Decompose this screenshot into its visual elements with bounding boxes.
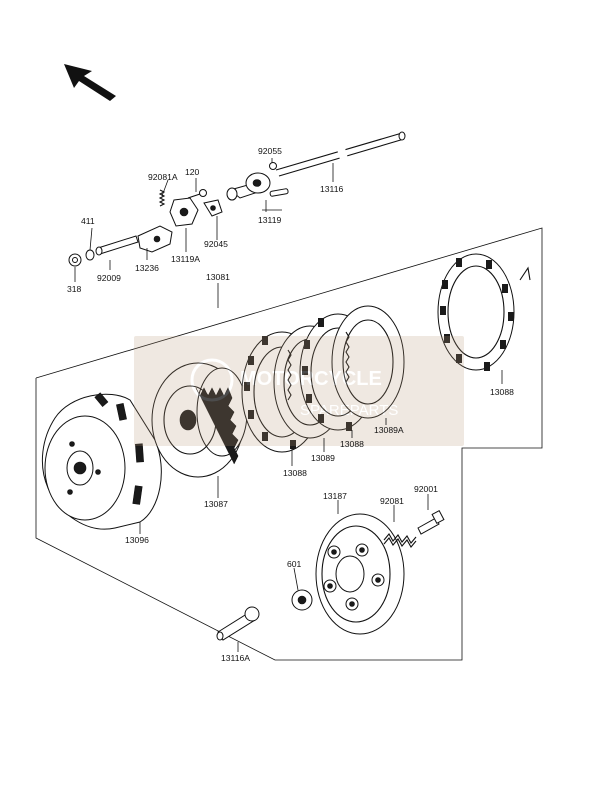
pin-13119 (269, 188, 289, 197)
label-92001: 92001 (414, 484, 438, 494)
label-92045: 92045 (204, 239, 228, 249)
label-13116-top: 13116 (320, 184, 343, 194)
direction-arrow-right-icon (519, 266, 531, 281)
label-13088-right: 13088 (490, 387, 514, 397)
label-601: 601 (287, 559, 302, 569)
clutch-hub-13087 (151, 362, 248, 478)
ball-92055 (269, 162, 277, 170)
bearing-601 (291, 589, 313, 611)
bolt-92001 (417, 510, 445, 535)
release-lever (169, 197, 223, 227)
steel-plate-13089a (331, 305, 405, 419)
label-120: 120 (185, 167, 200, 177)
watermark: MOTORCYCLE SPAREPARTS (134, 336, 464, 446)
label-13236: 13236 (135, 263, 159, 273)
label-92009: 92009 (97, 273, 121, 283)
friction-plate-13088-right (437, 253, 515, 371)
label-13116a: 13116A (221, 653, 250, 663)
washer-411 (85, 249, 95, 261)
label-13088-left: 13088 (283, 468, 307, 478)
nut-318 (68, 253, 82, 267)
label-13187: 13187 (323, 491, 347, 501)
adjusting-bracket-13236 (137, 225, 173, 253)
watermark-line1: MOTORCYCLE (240, 368, 382, 390)
label-13089: 13089 (311, 453, 335, 463)
label-13119a: 13119A (171, 254, 200, 264)
label-13088-mid: 13088 (340, 439, 364, 449)
label-92055: 92055 (258, 146, 282, 156)
release-shaft (226, 172, 271, 201)
label-92081a: 92081A (148, 172, 178, 182)
label-13081: 13081 (206, 272, 230, 282)
label-318: 318 (67, 284, 82, 294)
screw-120 (187, 189, 207, 199)
label-13096: 13096 (125, 535, 149, 545)
clutch-pushrod-13116 (275, 131, 406, 177)
label-411: 411 (81, 216, 95, 226)
leader-lines (74, 158, 503, 652)
clutch-housing-13096 (41, 392, 162, 530)
pressure-plate-13187 (315, 513, 405, 635)
label-92081: 92081 (380, 496, 404, 506)
label-13119: 13119 (258, 215, 281, 225)
pushrod-13116a (216, 606, 260, 641)
spring-92081a (158, 189, 166, 207)
label-13087: 13087 (204, 499, 228, 509)
bolt-92009 (95, 235, 139, 256)
assembly-outline-13081 (35, 227, 543, 661)
watermark-line2: SPAREPARTS (300, 402, 398, 419)
front-direction-arrow-icon (64, 64, 116, 101)
label-13089a: 13089A (374, 425, 404, 435)
spring-92081 (383, 533, 417, 548)
